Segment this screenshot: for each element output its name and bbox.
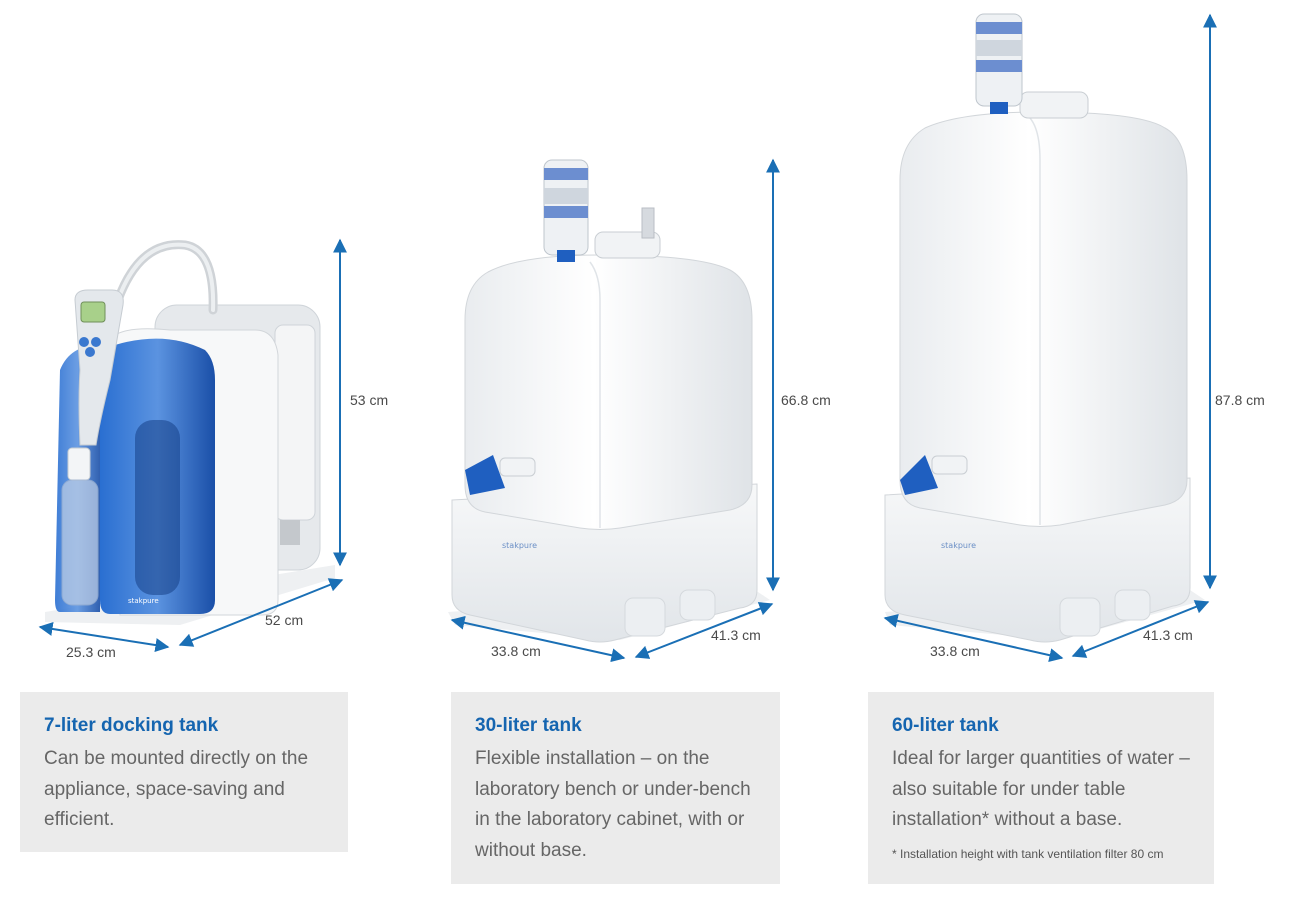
height-dimension-label: 53 cm xyxy=(350,392,389,408)
depth-dimension-label: 41.3 cm xyxy=(711,627,761,643)
brand-logo: stakpure xyxy=(941,541,976,550)
product-title: 30-liter tank xyxy=(475,715,582,736)
docking-tank-illustration: stakpure xyxy=(38,238,347,652)
brand-logo: stakpure xyxy=(128,597,159,605)
product-card-60l: 60-liter tank Ideal for larger quantitie… xyxy=(868,692,1214,884)
width-dimension-label: 33.8 cm xyxy=(491,643,541,659)
product-card-7l: 7-liter docking tank Can be mounted dire… xyxy=(20,692,348,852)
height-dimension-label: 66.8 cm xyxy=(781,392,831,408)
tank-60l-illustration: stakpure xyxy=(883,13,1217,663)
width-dimension-label: 25.3 cm xyxy=(66,644,116,660)
product-card-30l: 30-liter tank Flexible installation – on… xyxy=(451,692,780,884)
product-description: Ideal for larger quantities of water – a… xyxy=(892,748,1190,830)
depth-dimension-label: 41.3 cm xyxy=(1143,627,1193,643)
tank-30l-illustration: stakpure xyxy=(448,158,780,663)
product-description: Flexible installation – on the laborator… xyxy=(475,748,751,861)
brand-logo: stakpure xyxy=(502,541,537,550)
product-footnote: * Installation height with tank ventilat… xyxy=(892,846,1164,861)
height-dimension-label: 87.8 cm xyxy=(1215,392,1265,408)
product-title: 7-liter docking tank xyxy=(44,715,219,736)
width-dimension-label: 33.8 cm xyxy=(930,643,980,659)
product-title: 60-liter tank xyxy=(892,715,999,736)
product-description: Can be mounted directly on the appliance… xyxy=(44,748,309,830)
depth-dimension-label: 52 cm xyxy=(265,612,304,628)
